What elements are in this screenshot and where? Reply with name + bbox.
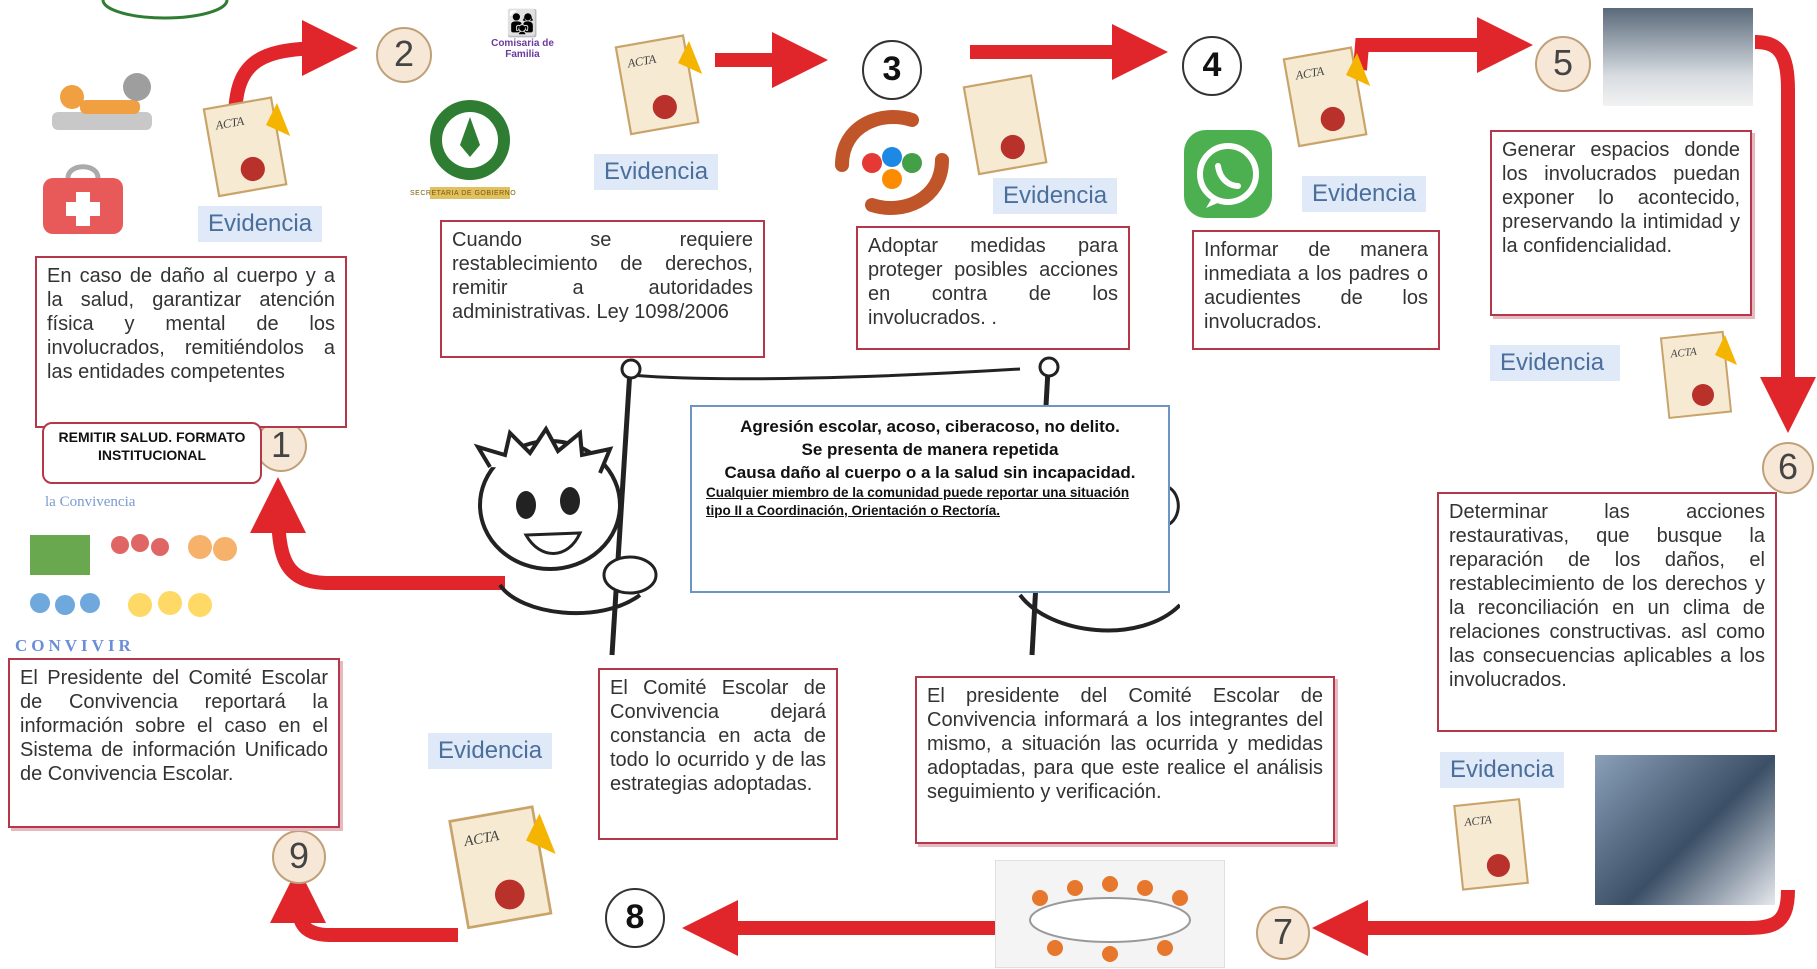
step-1-badge: REMITIR SALUD. FORMATO INSTITUCIONAL xyxy=(42,422,262,484)
arrow-4-5 xyxy=(1353,17,1533,73)
center-line-3: Causa daño al cuerpo o a la salud sin in… xyxy=(724,463,1136,482)
step-number-1: 1 xyxy=(255,420,307,472)
step-2-text: Cuando se requiere restablecimiento de d… xyxy=(440,220,765,358)
school-shield-logo xyxy=(101,0,229,20)
meeting-photo-5 xyxy=(1603,8,1753,106)
acta-document-icon-8: ACTA xyxy=(448,805,556,930)
comisaria-logo: 👨‍👩‍👧 Comisaria de Familia xyxy=(480,8,565,78)
central-situation-banner: Agresión escolar, acoso, ciberacoso, no … xyxy=(690,405,1170,593)
step-number-2: 2 xyxy=(376,27,432,83)
evidence-label-3: Evidencia xyxy=(993,178,1118,214)
convivencia-caption: la Convivencia xyxy=(45,494,136,510)
comisaria-label: Comisaria de Familia xyxy=(491,38,554,60)
convivir-caption: CONVIVIR xyxy=(15,636,135,655)
evidence-label-7: Evidencia xyxy=(1440,752,1565,788)
svg-text:ACTA: ACTA xyxy=(1669,346,1697,361)
center-line-1: Agresión escolar, acoso, ciberacoso, no … xyxy=(740,417,1120,436)
arrow-center-1 xyxy=(250,477,505,590)
children-group-illustration xyxy=(30,534,237,617)
step-number-3: 3 xyxy=(862,40,922,100)
step-number-6: 6 xyxy=(1762,442,1814,494)
svg-text:ACTA: ACTA xyxy=(625,52,657,71)
step-number-8: 8 xyxy=(605,888,665,948)
acta-document-icon-4: ACTA xyxy=(1282,46,1371,148)
acta-document-icon-3 xyxy=(962,74,1048,176)
whatsapp-icon xyxy=(1184,130,1272,218)
step-1-text: En caso de daño al cuerpo y a la salud, … xyxy=(35,256,347,428)
acta-document-icon-7: ACTA xyxy=(1453,798,1529,891)
evidence-label-1: Evidencia xyxy=(198,206,323,242)
arrow-6-7 xyxy=(1312,889,1795,956)
step-5-text: Generar espacios donde los involucrados … xyxy=(1490,130,1752,316)
acta-document-icon-2: ACTA xyxy=(614,34,703,136)
step-number-5: 5 xyxy=(1535,36,1591,92)
step-4-text: Informar de manera inmediata a los padre… xyxy=(1192,230,1440,350)
evidence-label-5: Evidencia xyxy=(1490,345,1620,381)
resting-person-icon xyxy=(52,73,152,130)
step-number-7: 7 xyxy=(1256,906,1310,960)
svg-text:ACTA: ACTA xyxy=(213,114,245,133)
step-7-text: El presidente del Comité Escolar de Conv… xyxy=(915,676,1335,844)
center-line-2: Se presenta de manera repetida xyxy=(801,440,1059,459)
evidence-label-9: Evidencia xyxy=(428,733,553,769)
center-note: Cualquier miembro de la comunidad puede … xyxy=(706,485,1130,518)
evidence-label-4: Evidencia xyxy=(1302,176,1427,212)
acta-document-icon-5: ACTA xyxy=(1659,330,1737,420)
police-caption: SECRETARIA DE GOBIERNO xyxy=(410,190,517,197)
first-aid-kit-icon xyxy=(43,164,123,234)
step-8-text: El Comité Escolar de Convivencia dejará … xyxy=(598,668,838,840)
svg-text:ACTA: ACTA xyxy=(1463,814,1493,829)
police-shield-icon xyxy=(430,100,510,199)
svg-text:ACTA: ACTA xyxy=(462,828,501,850)
arrow-1-2 xyxy=(228,20,358,121)
step-3-text: Adoptar medidas para proteger posibles a… xyxy=(856,226,1130,350)
step-6-text: Determinar las acciones restaurativas, q… xyxy=(1437,492,1777,732)
arrow-5-6 xyxy=(1754,35,1816,433)
step-number-4: 4 xyxy=(1182,36,1242,96)
svg-text:ACTA: ACTA xyxy=(1293,64,1325,83)
round-table-meeting-icon xyxy=(995,860,1225,968)
step-9-text: El Presidente del Comité Escolar de Conv… xyxy=(8,658,340,828)
meeting-photo-7 xyxy=(1595,755,1775,905)
evidence-label-2: Evidencia xyxy=(594,154,719,190)
step-number-9: 9 xyxy=(272,830,326,884)
acta-document-icon-1: ACTA xyxy=(202,96,291,198)
arrow-8-9 xyxy=(270,867,458,942)
caring-hands-icon xyxy=(835,110,949,215)
